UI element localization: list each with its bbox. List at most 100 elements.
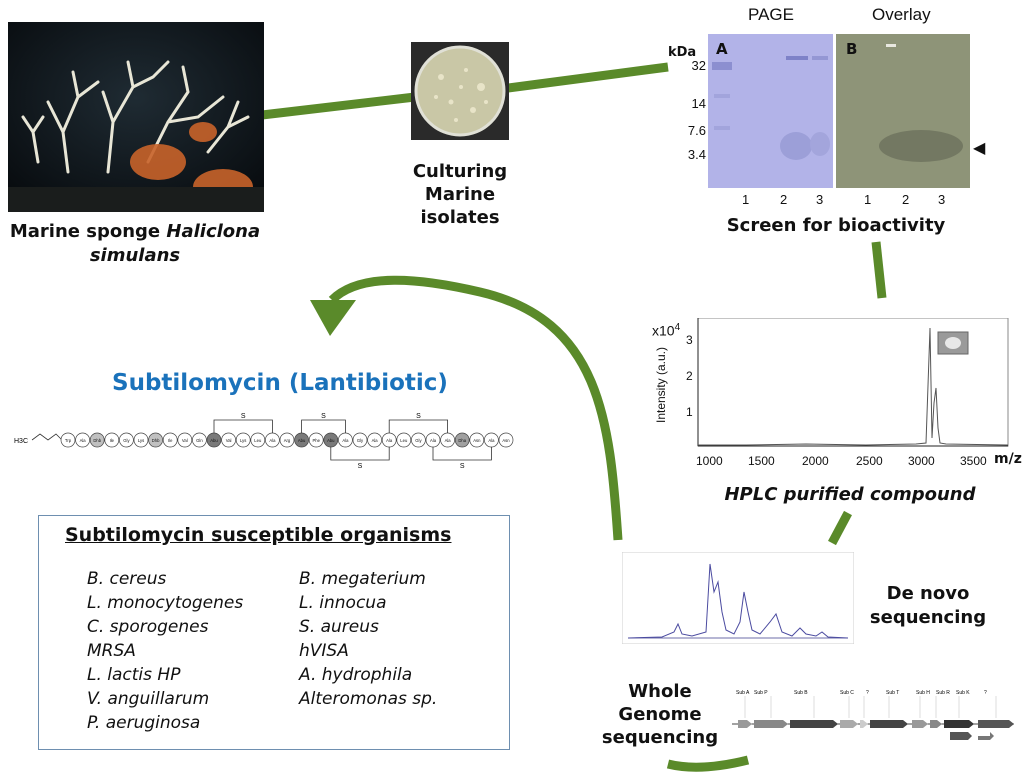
gene-arrow-4 bbox=[860, 720, 868, 728]
culture-caption-line2: Marine bbox=[424, 184, 496, 205]
residue-label-26: Ala bbox=[445, 438, 452, 443]
residue-circle-0 bbox=[60, 432, 76, 448]
zone-pointer: ◀ bbox=[973, 138, 986, 157]
residue-circle-1 bbox=[75, 432, 90, 448]
residue-label-28: Asn bbox=[473, 438, 481, 443]
residue-circle-30 bbox=[498, 432, 514, 448]
residue-label-0: Trp bbox=[65, 438, 72, 443]
gene-arrow-6 bbox=[912, 720, 928, 728]
gel-b-lane-labels: 1 2 3 bbox=[836, 192, 970, 210]
organism-left-2: C. sporogenes bbox=[87, 617, 209, 637]
gene-label-1: Sub P bbox=[754, 690, 768, 696]
residue-circle-2 bbox=[89, 432, 105, 448]
sponge-caption-species: Haliclona simulans bbox=[89, 221, 261, 266]
connector-sponge-culture bbox=[261, 92, 416, 120]
gel-a-panel-letter: A bbox=[716, 40, 728, 58]
marker-7-6: 7.6 bbox=[687, 123, 706, 138]
gene-label-0: Sub A bbox=[736, 690, 750, 696]
lane-b-2: 2 bbox=[902, 192, 910, 207]
petri-dish-drawing bbox=[411, 42, 509, 140]
gel-b-panel-letter: B bbox=[846, 40, 858, 58]
gene-label-5: Sub T bbox=[886, 690, 899, 696]
hplc-xtick-1500: 1500 bbox=[748, 454, 775, 468]
denovo-caption-line2: sequencing bbox=[869, 607, 987, 628]
residue-circle-15 bbox=[279, 432, 295, 448]
residue-label-18: Abu bbox=[327, 438, 335, 443]
residue-circle-5 bbox=[133, 432, 149, 448]
sulfur-label-2: S bbox=[358, 463, 363, 470]
residue-circle-20 bbox=[352, 432, 368, 448]
sulfur-label-0: S bbox=[241, 413, 246, 420]
residue-circle-11 bbox=[221, 432, 236, 448]
residue-label-13: Leu bbox=[254, 438, 262, 443]
residue-label-9: Gln bbox=[196, 438, 203, 443]
residue-label-21: Ala bbox=[372, 438, 379, 443]
connector-gel-hplc bbox=[871, 241, 887, 299]
hplc-y-exp-base: x10 bbox=[652, 322, 675, 339]
kda-label: kDa bbox=[668, 45, 697, 60]
thioether-bridge-4 bbox=[432, 447, 492, 461]
gel-panel-a: A bbox=[708, 34, 833, 188]
organism-left-5: V. anguillarum bbox=[87, 689, 210, 709]
marker-14: 14 bbox=[691, 96, 706, 111]
gene-arrow-1 bbox=[754, 720, 788, 728]
residue-circle-12 bbox=[235, 432, 251, 448]
residue-label-16: Abu bbox=[298, 438, 306, 443]
hplc-ytick-2: 2 bbox=[686, 369, 693, 383]
culture-caption: Culturing Marine isolates bbox=[394, 160, 526, 229]
residue-label-11: Val bbox=[226, 438, 232, 443]
hplc-spectrum bbox=[697, 318, 1009, 447]
return-arrowhead bbox=[310, 300, 356, 336]
hplc-y-exponent: x104 bbox=[652, 322, 680, 339]
organisms-box: Subtilomycin susceptible organisms B. ce… bbox=[38, 515, 510, 750]
genome-caption-line3: sequencing bbox=[601, 727, 719, 748]
lane-b-1: 1 bbox=[864, 192, 872, 207]
residue-label-30: Asn bbox=[502, 438, 510, 443]
gene-arrow-lower-1 bbox=[978, 732, 994, 740]
gene-arrow-9 bbox=[978, 720, 1014, 728]
gel-a-bands bbox=[708, 34, 833, 188]
hplc-trace bbox=[698, 327, 1009, 446]
denovo-caption: De novo sequencing bbox=[858, 582, 998, 630]
lane-a-3: 3 bbox=[816, 192, 824, 207]
gel-caption: Screen for bioactivity bbox=[726, 215, 946, 236]
residue-label-19: Ala bbox=[342, 438, 349, 443]
organism-left-6: P. aeruginosa bbox=[87, 713, 201, 733]
gel-a-lane-labels: 1 2 3 bbox=[708, 192, 833, 210]
culture-caption-line1: Culturing bbox=[412, 161, 508, 182]
denovo-caption-line1: De novo bbox=[886, 583, 970, 604]
residue-circle-9 bbox=[192, 432, 207, 448]
overlay-label: Overlay bbox=[872, 5, 931, 24]
sponge-caption-prefix: Marine sponge bbox=[9, 221, 167, 242]
gene-label-6: Sub H bbox=[916, 690, 930, 696]
residue-label-4: Gly bbox=[123, 438, 130, 443]
hplc-xtick-3500: 3500 bbox=[960, 454, 987, 468]
organism-right-2: S. aureus bbox=[299, 617, 379, 637]
hplc-x-label: m/z bbox=[994, 451, 1022, 467]
hplc-y-exp-power: 4 bbox=[674, 322, 681, 333]
residue-circle-4 bbox=[119, 432, 134, 448]
organism-right-0: B. megaterium bbox=[299, 569, 426, 589]
gene-arrow-0 bbox=[738, 720, 752, 728]
residue-circle-21 bbox=[367, 432, 382, 448]
gel-panel-b: B bbox=[836, 34, 970, 188]
connector-culture-gel bbox=[507, 62, 669, 93]
residue-circle-28 bbox=[469, 432, 485, 448]
residue-label-6: Dhb bbox=[152, 438, 160, 443]
residue-label-20: Gly bbox=[357, 438, 364, 443]
gene-arrow-8 bbox=[944, 720, 974, 728]
hplc-xtick-1000: 1000 bbox=[696, 454, 723, 468]
residue-label-1: Ala bbox=[80, 438, 87, 443]
organism-right-3: hVISA bbox=[299, 641, 349, 661]
culture-caption-line3: isolates bbox=[420, 207, 500, 228]
hplc-x-ticks: 1000 1500 2000 2500 3000 3500 bbox=[0, 454, 1024, 470]
gene-arrow-7 bbox=[930, 720, 942, 728]
sulfur-label-3: S bbox=[416, 413, 421, 420]
residue-label-24: Gly bbox=[415, 438, 422, 443]
genome-caption-line2: Genome bbox=[618, 704, 702, 725]
residue-circle-13 bbox=[250, 432, 266, 448]
connector-genome-bottom bbox=[666, 755, 750, 772]
